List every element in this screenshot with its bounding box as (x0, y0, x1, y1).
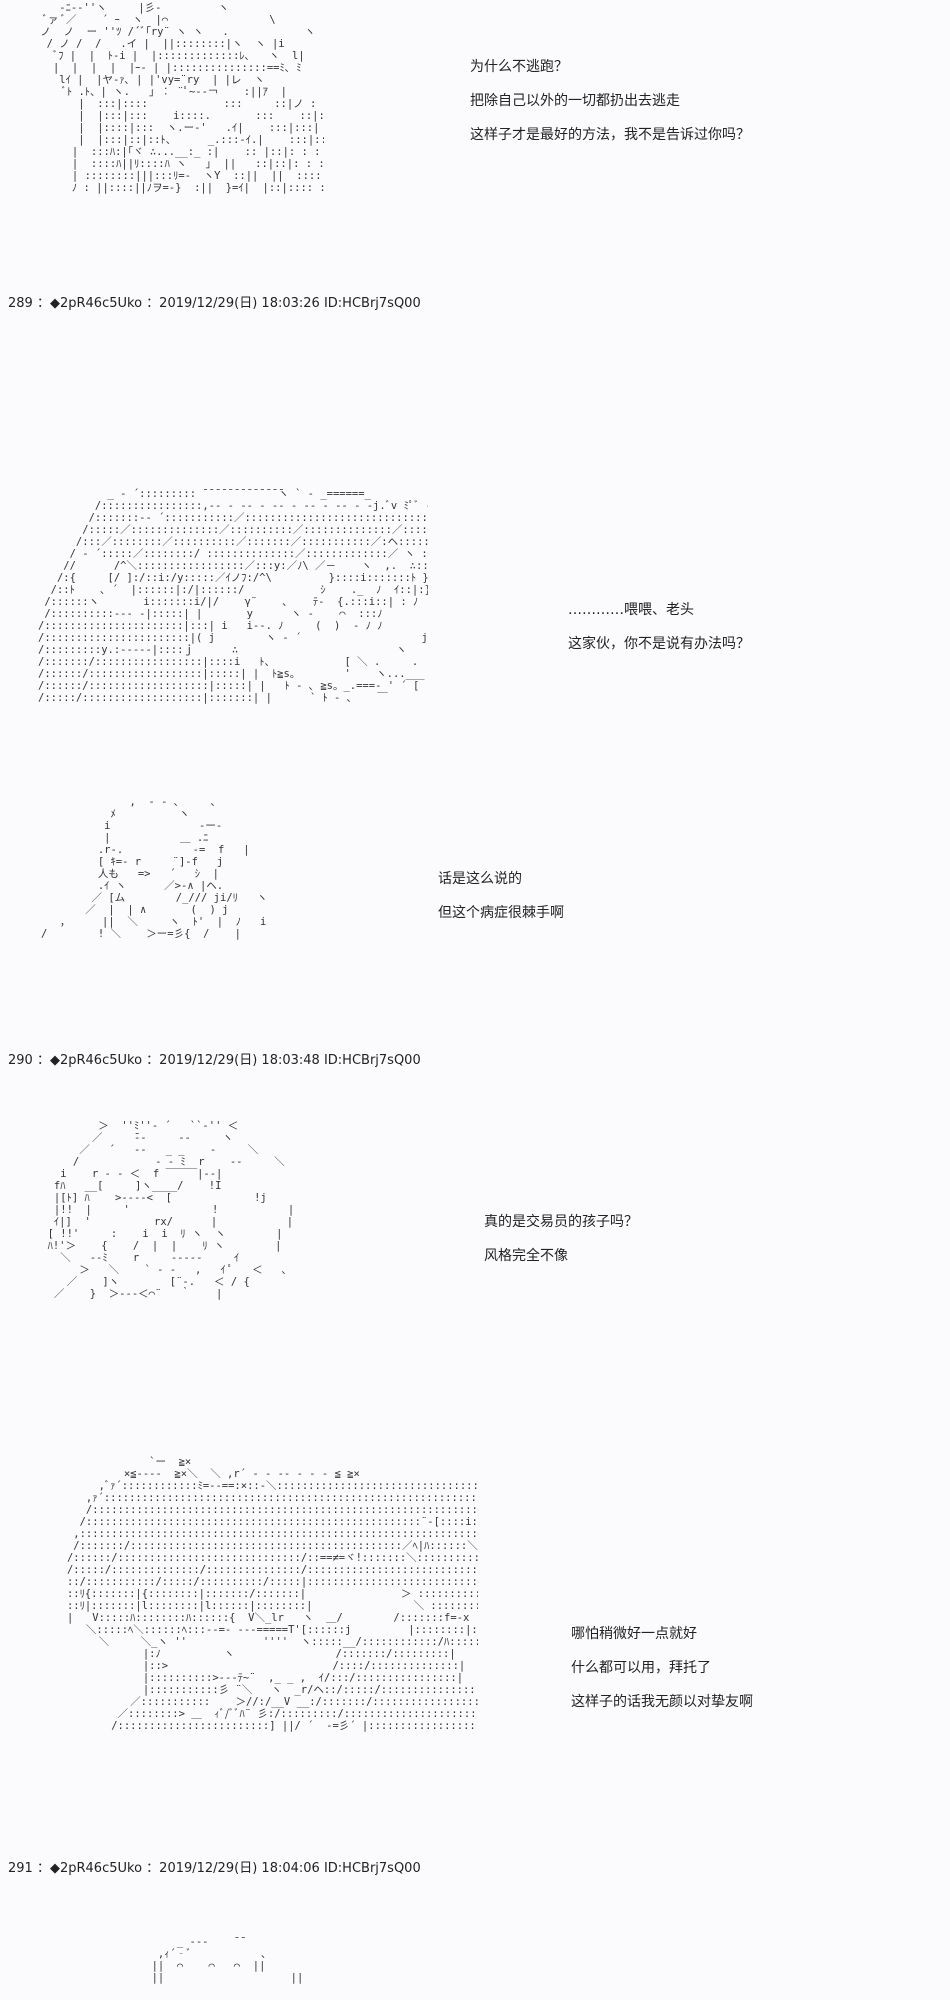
post-tripcode[interactable]: ◆2pR46c5Uko (49, 296, 143, 311)
ascii-art-figure-1: -ﾆ-‐''ヽ |彡- ヽ ﾞァ ﾞ／ ´ ｰ ヽ |⌒ \ ノ ノ ー ''ﾂ… (40, 2, 324, 194)
post-date: 2019/12/29 (159, 296, 235, 311)
dialog-line: 哪怕稍微好一点就好 (571, 1626, 697, 1642)
dialog-line: 话是这么说的 (438, 871, 522, 887)
post-number: 290 (8, 1053, 33, 1068)
post-tripcode[interactable]: ◆2pR46c5Uko (49, 1053, 143, 1068)
dialog-line: 真的是交易员的孩子吗？ (484, 1214, 638, 1230)
post-id[interactable]: ID:HCBrj7sQ00 (323, 1053, 421, 1068)
post-header-291: 291 ：◆2pR46c5Uko ：2019/12/29(日) 18:04:06… (8, 1861, 421, 1876)
post-time: 18:03:26 (261, 296, 320, 311)
dialog-line: 这样子才是最好的方法，我不是告诉过你吗？ (470, 127, 750, 143)
post-number: 291 (8, 1861, 33, 1876)
dialog-line: 这家伙，你不是说有办法吗？ (568, 636, 750, 652)
post-time: 18:04:06 (261, 1861, 320, 1876)
ascii-art-figure-2: _ ‐ ´::::::::: ̄ ̄ ̄ ̄ ̄ ̄ ̄ ̄ ̄ ̄ ̄ ̄ ̄… (38, 488, 428, 704)
post-header-290: 290 ：◆2pR46c5Uko ：2019/12/29(日) 18:03:48… (8, 1053, 421, 1068)
dialog-line: 风格完全不像 (484, 1248, 568, 1264)
post-date: 2019/12/29 (159, 1861, 235, 1876)
ascii-art-figure-6: _ -‐‐ ̄ ̄ ,ｨ´‐ﾞ ､ || ⌒ ⌒ ⌒ || || || (151, 1936, 304, 1984)
ascii-art-figure-3: , ‐ ‐ ､ ､ ﾒ ヽ i ‐ー‐ | ＿ .ﾆ .r-. -= f | [… (40, 796, 268, 940)
post-header-289: 289 ：◆2pR46c5Uko ：2019/12/29(日) 18:03:26… (8, 296, 421, 311)
dialog-line: 这样子的话我无颜以对挚友啊 (571, 1694, 753, 1710)
dialog-5: 哪怕稍微好一点就好 什么都可以用，拜托了 这样子的话我无颜以对挚友啊 (571, 1625, 753, 1727)
post-weekday: 日 (239, 296, 253, 311)
post-weekday: 日 (239, 1861, 253, 1876)
post-date: 2019/12/29 (159, 1053, 235, 1068)
dialog-4: 真的是交易员的孩子吗？ 风格完全不像 (484, 1213, 638, 1281)
post-number: 289 (8, 296, 33, 311)
dialog-line: 但这个病症很棘手啊 (438, 905, 564, 921)
dialog-line: …………喂喂、老头 (568, 602, 694, 618)
post-weekday: 日 (239, 1053, 253, 1068)
dialog-3: 话是这么说的 但这个病症很棘手啊 (438, 870, 564, 938)
post-time: 18:03:48 (261, 1053, 320, 1068)
dialog-1: 为什么不逃跑？ 把除自己以外的一切都扔出去逃走 这样子才是最好的方法，我不是告诉… (470, 58, 750, 160)
ascii-art-figure-5: `ー ≧× ×≦‐‐‐‐ ≧×＼ ＼ ,r´ ‐ ‐ ‐‐ ‐ ‐ ‐ ≦ ≧×… (66, 1456, 478, 1732)
ascii-art-figure-4: ＞ ''ﾐ''‐ ´ ``‐'' ＜ ／ ̄‐- ‐‐ ヽ ／ ´ ‐‐ _ _… (47, 1120, 295, 1300)
dialog-2: …………喂喂、老头 这家伙，你不是说有办法吗？ (568, 601, 750, 669)
post-id[interactable]: ID:HCBrj7sQ00 (323, 296, 421, 311)
dialog-line: 把除自己以外的一切都扔出去逃走 (470, 93, 680, 109)
dialog-line: 为什么不逃跑？ (470, 59, 568, 75)
post-id[interactable]: ID:HCBrj7sQ00 (323, 1861, 421, 1876)
dialog-line: 什么都可以用，拜托了 (571, 1660, 711, 1676)
post-tripcode[interactable]: ◆2pR46c5Uko (49, 1861, 143, 1876)
